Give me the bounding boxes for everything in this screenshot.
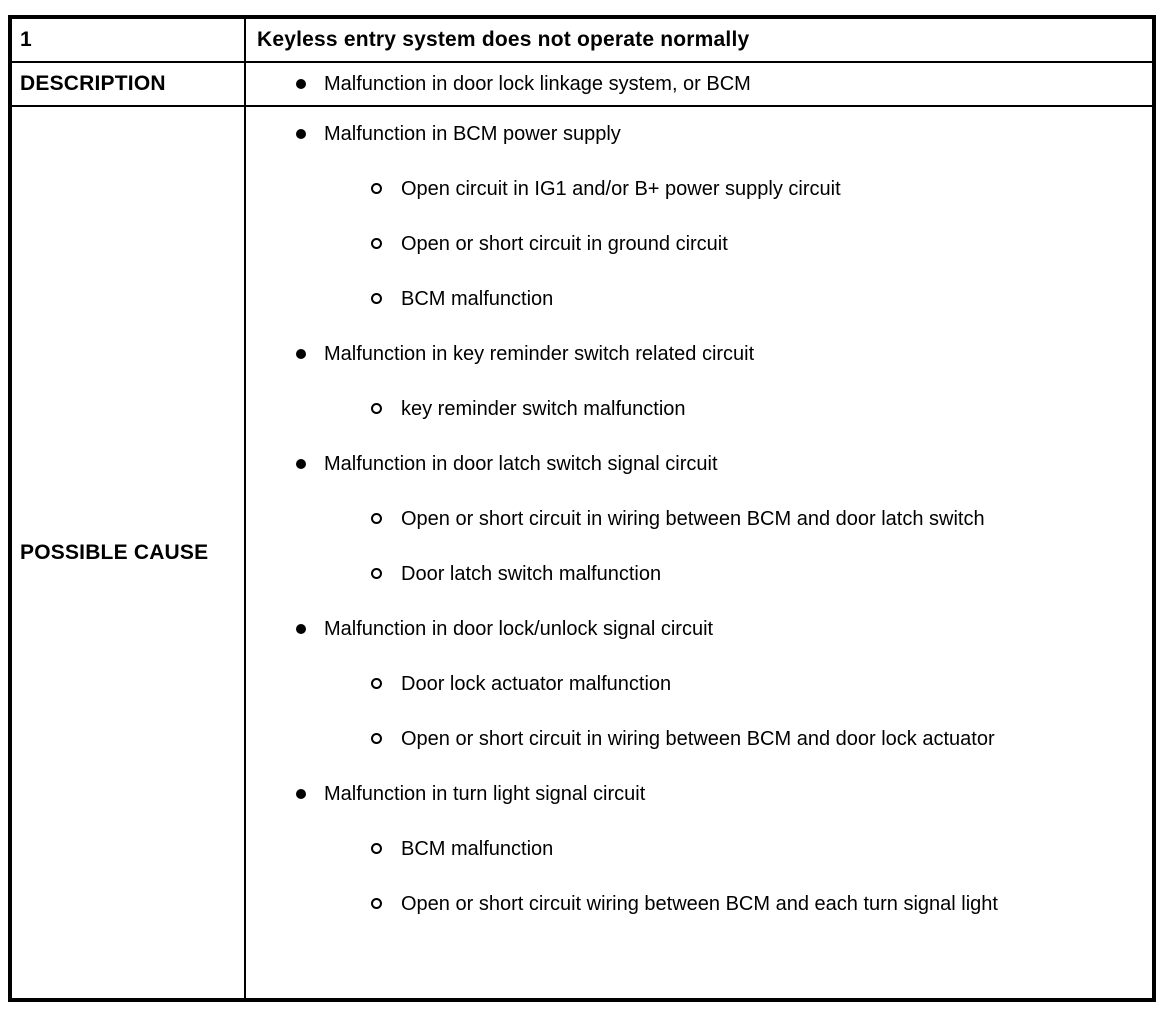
list-item: Door lock actuator malfunction: [247, 669, 1152, 699]
list-item-text: Open or short circuit in wiring between …: [401, 728, 995, 750]
open-bullet-icon: [371, 843, 382, 854]
list-item-text: BCM malfunction: [401, 838, 554, 860]
list-item: Malfunction in door lock/unlock signal c…: [247, 614, 1152, 644]
list-item-text: Malfunction in door lock linkage system,…: [324, 73, 751, 95]
list-item-text: Door latch switch malfunction: [401, 563, 662, 585]
list-item-text: Door lock actuator malfunction: [401, 673, 672, 695]
filled-bullet-icon: [296, 789, 306, 799]
problem-index: 1: [9, 16, 246, 63]
possible-cause-cell: Malfunction in BCM power supply Open cir…: [244, 105, 1155, 1001]
list-item-text: key reminder switch malfunction: [401, 398, 686, 420]
description-label: DESCRIPTION: [9, 61, 246, 107]
open-bullet-icon: [371, 568, 382, 579]
list-item: BCM malfunction: [247, 834, 1152, 864]
list-item: Open or short circuit in ground circuit: [247, 229, 1152, 259]
open-bullet-icon: [371, 238, 382, 249]
list-item-text: Open circuit in IG1 and/or B+ power supp…: [401, 178, 841, 200]
list-item: Open circuit in IG1 and/or B+ power supp…: [247, 174, 1152, 204]
filled-bullet-icon: [296, 459, 306, 469]
list-item: BCM malfunction: [247, 284, 1152, 314]
possible-cause-label: POSSIBLE CAUSE: [9, 105, 246, 1001]
open-bullet-icon: [371, 733, 382, 744]
list-item-text: Malfunction in door lock/unlock signal c…: [324, 618, 714, 640]
list-item: key reminder switch malfunction: [247, 394, 1152, 424]
list-item: Malfunction in turn light signal circuit: [247, 779, 1152, 809]
open-bullet-icon: [371, 403, 382, 414]
diagnostic-table: 1 Keyless entry system does not operate …: [8, 15, 1156, 1002]
list-item: Malfunction in door lock linkage system,…: [247, 69, 1152, 99]
description-cell: Malfunction in door lock linkage system,…: [244, 61, 1155, 107]
list-item-text: Malfunction in BCM power supply: [324, 123, 621, 145]
open-bullet-icon: [371, 513, 382, 524]
table-row-header: 1 Keyless entry system does not operate …: [9, 16, 1155, 63]
list-item-text: Malfunction in key reminder switch relat…: [324, 343, 755, 365]
list-item-text: Open or short circuit in wiring between …: [401, 508, 985, 530]
filled-bullet-icon: [296, 349, 306, 359]
list-item-text: Malfunction in turn light signal circuit: [324, 783, 646, 805]
table-row-possible-cause: POSSIBLE CAUSE Malfunction in BCM power …: [9, 105, 1155, 1001]
problem-title: Keyless entry system does not operate no…: [244, 16, 1155, 63]
list-item: Open or short circuit in wiring between …: [247, 504, 1152, 534]
filled-bullet-icon: [296, 624, 306, 634]
list-item: Malfunction in BCM power supply: [247, 119, 1152, 149]
list-item-text: Malfunction in door latch switch signal …: [324, 453, 718, 475]
list-item: Open or short circuit wiring between BCM…: [247, 889, 1152, 919]
table-row-description: DESCRIPTION Malfunction in door lock lin…: [9, 61, 1155, 107]
list-item-text: BCM malfunction: [401, 288, 554, 310]
list-item-text: Open or short circuit wiring between BCM…: [401, 893, 998, 915]
list-item-text: Open or short circuit in ground circuit: [401, 233, 728, 255]
open-bullet-icon: [371, 898, 382, 909]
list-item: Door latch switch malfunction: [247, 559, 1152, 589]
open-bullet-icon: [371, 183, 382, 194]
list-item: Open or short circuit in wiring between …: [247, 724, 1152, 754]
list-item: Malfunction in key reminder switch relat…: [247, 339, 1152, 369]
filled-bullet-icon: [296, 129, 306, 139]
filled-bullet-icon: [296, 79, 306, 89]
open-bullet-icon: [371, 293, 382, 304]
list-item: Malfunction in door latch switch signal …: [247, 449, 1152, 479]
open-bullet-icon: [371, 678, 382, 689]
